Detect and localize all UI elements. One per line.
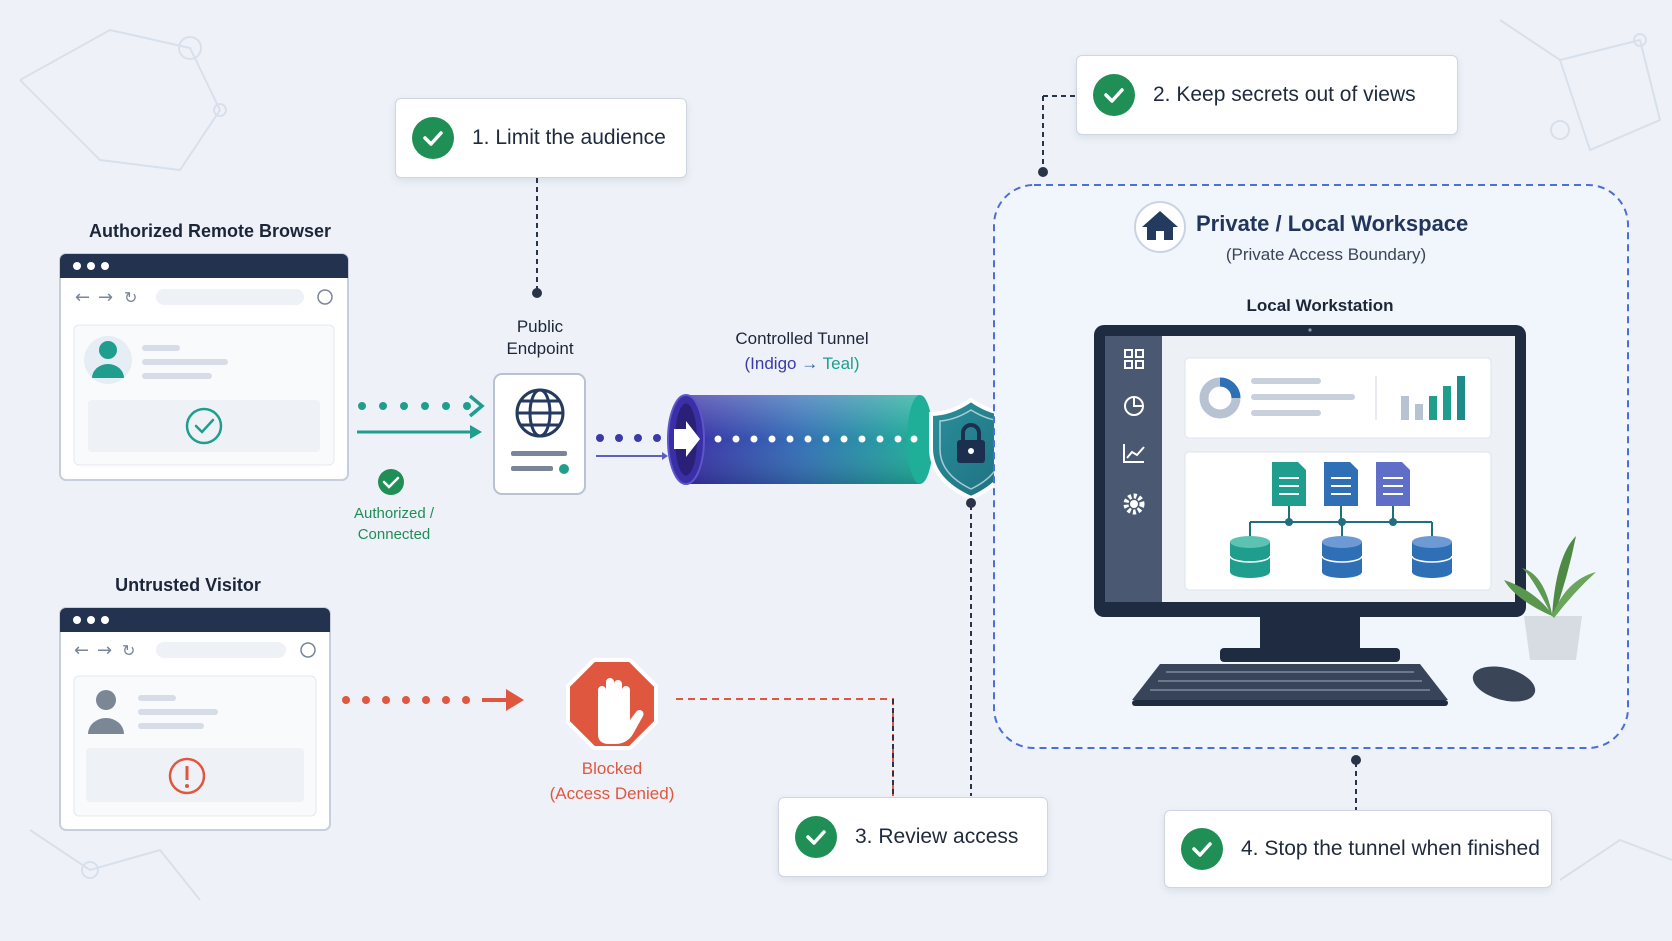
tunnel-color-from: Indigo [750,354,797,373]
background-network [19,19,1672,901]
lock-icon [957,423,985,463]
check-icon [412,117,454,159]
check-icon [1093,74,1135,116]
document-icon [1324,462,1358,506]
svg-text:↻: ↻ [124,288,137,307]
check-icon [185,407,223,445]
authorized-browser-title: Authorized Remote Browser [88,221,332,241]
mouse [1472,666,1536,702]
step-1-label: 1. Limit the audience [472,126,666,150]
local-workstation-label: Local Workstation [1246,296,1394,315]
step-4-number: 4. [1241,837,1259,860]
document-icon [1272,462,1306,506]
step-1-number: 1. [472,126,490,149]
svg-text:→: → [98,287,113,308]
step-3-text: Review access [878,825,1019,848]
pie-chart-icon [1124,396,1144,416]
check-icon [795,816,837,858]
dashboard-grid-icon [1124,349,1144,369]
step-1-box: 1. Limit the audience [395,98,687,178]
database-icon [1321,536,1363,578]
authorized-connection-arrows [357,394,485,495]
globe-icon [515,388,565,438]
step-4-box: 4. Stop the tunnel when finished [1164,810,1552,888]
tunnel-subtitle-open: ( [744,354,751,373]
user-icon [84,336,132,384]
database-icon [1229,536,1271,578]
public-endpoint-device [493,373,586,495]
tunnel-title: Controlled Tunnel [735,329,869,348]
svg-text:↻: ↻ [122,641,135,660]
svg-text:←: ← [74,640,89,661]
tunnel-color-arrow: → [796,354,823,373]
tunnel-subtitle: (Indigo → Teal) [700,353,904,374]
authorized-status-line2: Connected [357,526,431,543]
untrusted-browser-window: ← → ↻ [59,607,331,831]
svg-text:←: ← [75,287,90,308]
database-icon [1411,536,1453,578]
step-3-label: 3. Review access [855,825,1018,849]
blocked-status-line1: Blocked [581,759,643,778]
check-icon [1181,828,1223,870]
step-3-box: 3. Review access [778,797,1048,877]
workspace-title: Private / Local Workspace [1196,211,1469,236]
step-1-text: Limit the audience [495,126,666,149]
user-icon [88,690,124,734]
authorized-status-line1: Authorized / [353,505,435,522]
public-endpoint-label-line1: Public [516,317,564,336]
stop-hand-icon [566,658,658,750]
step-2-text: Keep secrets out of views [1176,83,1416,106]
keyboard [1132,664,1448,706]
check-icon [378,469,404,495]
step-3-number: 3. [855,825,873,848]
step-2-number: 2. [1153,83,1171,106]
tunnel-color-to: Teal [822,354,854,373]
step-2-label: 2. Keep secrets out of views [1153,83,1416,107]
svg-text:→: → [97,640,112,661]
warning-icon [168,757,206,795]
blocked-attempt-arrow [342,689,524,711]
step-4-text: Stop the tunnel when finished [1264,837,1540,860]
endpoint-to-tunnel-arrow [596,434,668,460]
local-workstation-monitor [1094,325,1526,662]
controlled-tunnel-cylinder [667,394,933,485]
home-icon [1134,201,1186,253]
line-chart-icon [1123,444,1145,463]
gear-icon [1123,493,1145,515]
plant-icon [1504,536,1596,660]
tunnel-subtitle-close: ) [853,354,860,373]
document-icon [1376,462,1410,506]
step-2-box: 2. Keep secrets out of views [1076,55,1458,135]
public-endpoint-label-line2: Endpoint [506,339,574,358]
authorized-browser-window: ← → ↻ [59,253,349,481]
workspace-subtitle: (Private Access Boundary) [1225,245,1427,264]
step-4-label: 4. Stop the tunnel when finished [1241,837,1540,861]
untrusted-visitor-title: Untrusted Visitor [115,575,261,595]
blocked-status-line2: (Access Denied) [549,784,675,803]
